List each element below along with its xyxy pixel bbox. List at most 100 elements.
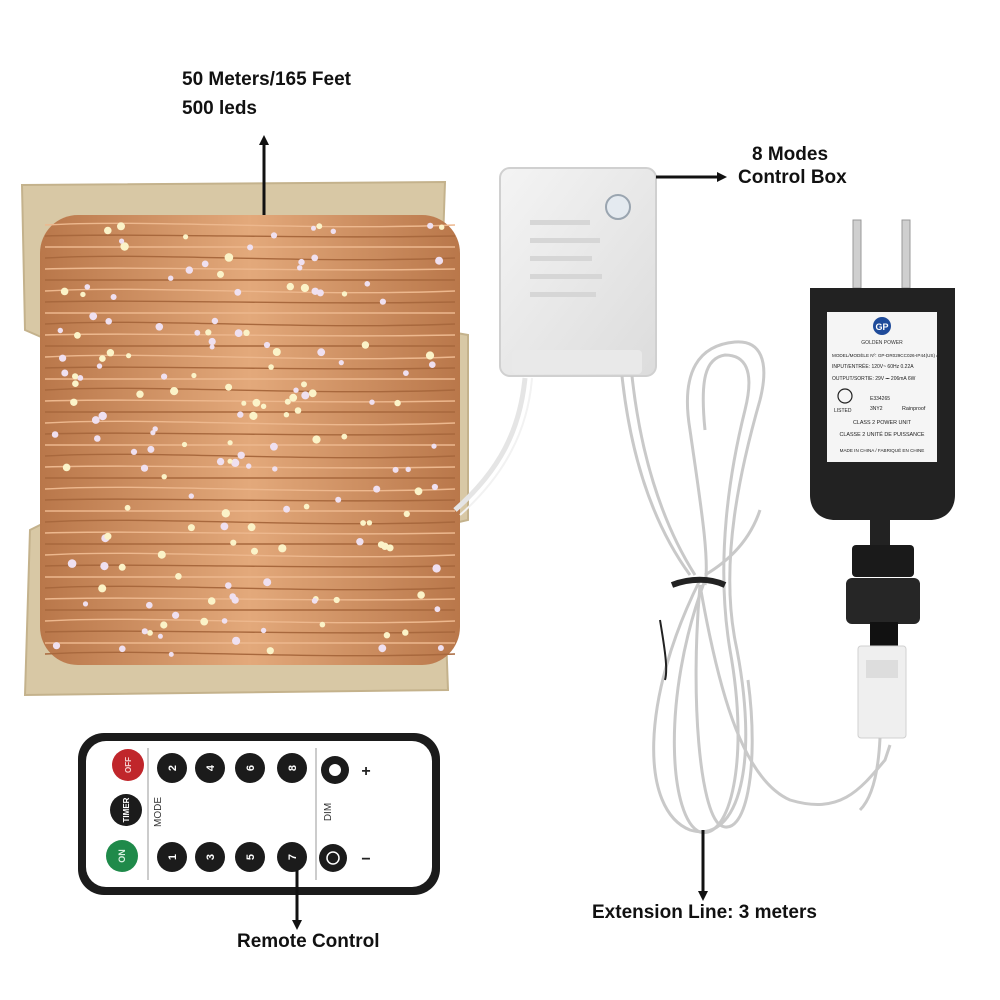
led-bulb xyxy=(394,399,401,407)
mode-button-5[interactable]: 5 xyxy=(235,842,265,872)
sun-dim-icon xyxy=(326,851,340,865)
wire-strand xyxy=(44,618,456,624)
led-string-reel xyxy=(20,180,469,697)
control-box-modes-label: 8 Modes xyxy=(752,144,829,165)
led-bulb xyxy=(270,442,278,451)
adapter-input: INPUT/ENTRÉE: 120V~ 60Hz 0.22A xyxy=(832,363,914,370)
mode-button-7[interactable]: 7 xyxy=(277,842,307,872)
extension-line-label: Extension Line: 3 meters xyxy=(592,902,817,923)
led-bulb xyxy=(227,458,233,464)
mode-button-3[interactable]: 3 xyxy=(195,842,225,872)
led-bulb xyxy=(94,435,101,442)
led-bulb xyxy=(316,223,323,230)
mode-button-8[interactable]: 8 xyxy=(277,753,307,783)
led-bulb xyxy=(191,372,197,379)
timer-button[interactable]: TIMER xyxy=(110,794,142,826)
control-box-mode-button[interactable] xyxy=(605,194,631,220)
led-bulb xyxy=(59,354,67,362)
wire-strand xyxy=(44,300,456,304)
led-bulb xyxy=(161,373,168,380)
led-bulb xyxy=(247,523,256,532)
led-bulb xyxy=(194,329,201,336)
led-bulb xyxy=(414,487,423,496)
led-bulb xyxy=(300,283,309,293)
led-bulb xyxy=(106,349,115,357)
led-bulb xyxy=(237,411,244,418)
led-bulb xyxy=(263,578,272,587)
plug-prong-left xyxy=(852,219,862,289)
led-bulb xyxy=(217,270,224,278)
mode-button-disc xyxy=(235,842,265,872)
led-bulb xyxy=(216,457,225,466)
off-button[interactable]: OFF xyxy=(112,749,144,781)
led-bulb xyxy=(243,329,250,336)
dim-down-button[interactable] xyxy=(319,844,347,872)
led-bulb xyxy=(311,225,316,231)
led-bulb xyxy=(221,618,228,624)
wire-strand xyxy=(44,531,456,535)
led-bulb xyxy=(175,573,182,580)
dim-up-button[interactable] xyxy=(321,756,349,784)
led-bulb xyxy=(429,361,436,369)
led-bulb xyxy=(161,474,167,480)
led-bulb xyxy=(52,642,61,650)
on-button[interactable]: ON xyxy=(106,840,138,872)
wire-strand xyxy=(44,234,456,238)
led-bulb xyxy=(155,323,164,331)
mode-button-label: 1 xyxy=(167,854,179,860)
led-bulb xyxy=(246,463,252,469)
power-adapter: GP GOLDEN POWER MODEL/MODÈLE Nº: GP-DR02… xyxy=(810,219,955,812)
led-bulb xyxy=(427,222,434,229)
led-bulb xyxy=(141,628,148,635)
mode-button-disc xyxy=(277,753,307,783)
control-box xyxy=(453,167,657,516)
adapter-origin: MADE IN CHINA / FABRIQUÉ EN CHINE xyxy=(840,447,925,453)
led-bulb xyxy=(72,380,79,388)
led-bulb xyxy=(117,222,125,231)
led-bulb xyxy=(105,318,112,325)
led-bulb xyxy=(172,611,180,619)
dim-plus-label: + xyxy=(361,763,370,780)
wire-strand xyxy=(44,519,456,525)
adapter-class-en: CLASS 2 POWER UNIT xyxy=(853,420,912,426)
led-bulb xyxy=(62,463,71,472)
led-bulb xyxy=(57,327,63,334)
led-bulb xyxy=(157,550,166,559)
mode-label: MODE xyxy=(153,797,164,827)
wire-strand xyxy=(44,453,456,459)
wire-strand xyxy=(44,222,456,228)
mode-button-1[interactable]: 1 xyxy=(157,842,187,872)
mode-button-disc xyxy=(157,842,187,872)
led-bulb xyxy=(74,332,81,339)
led-bulb xyxy=(201,260,209,268)
wire-strand xyxy=(44,420,456,426)
led-bulb xyxy=(260,627,267,634)
led-bulb xyxy=(283,412,290,418)
mode-button-label: 8 xyxy=(287,765,299,771)
led-bulb xyxy=(330,228,336,234)
wire-strand xyxy=(44,564,456,568)
reel-length-label: 50 Meters/165 Feet xyxy=(182,69,351,90)
led-bulb xyxy=(120,242,129,251)
mode-button-label: 5 xyxy=(245,854,257,860)
led-bulb xyxy=(303,503,310,510)
mode-button-6[interactable]: 6 xyxy=(235,753,265,783)
mode-button-4[interactable]: 4 xyxy=(195,753,225,783)
led-bulb xyxy=(284,398,291,405)
led-bulb xyxy=(431,483,438,491)
mode-button-2[interactable]: 2 xyxy=(157,753,187,783)
led-bulb xyxy=(278,544,287,553)
led-bulb xyxy=(432,564,441,573)
wire-strand xyxy=(44,288,456,294)
adapter-code: 3NY2 xyxy=(870,406,883,412)
led-bulb xyxy=(221,509,230,518)
mode-button-disc xyxy=(157,753,187,783)
led-bulb xyxy=(272,348,281,356)
dim-minus-label: − xyxy=(361,851,370,868)
wire-strand xyxy=(44,498,456,502)
led-bulb xyxy=(60,287,69,296)
led-bulb xyxy=(311,287,319,295)
led-bulb xyxy=(298,258,305,266)
led-bulb xyxy=(200,617,209,626)
led-bulb xyxy=(311,597,318,604)
